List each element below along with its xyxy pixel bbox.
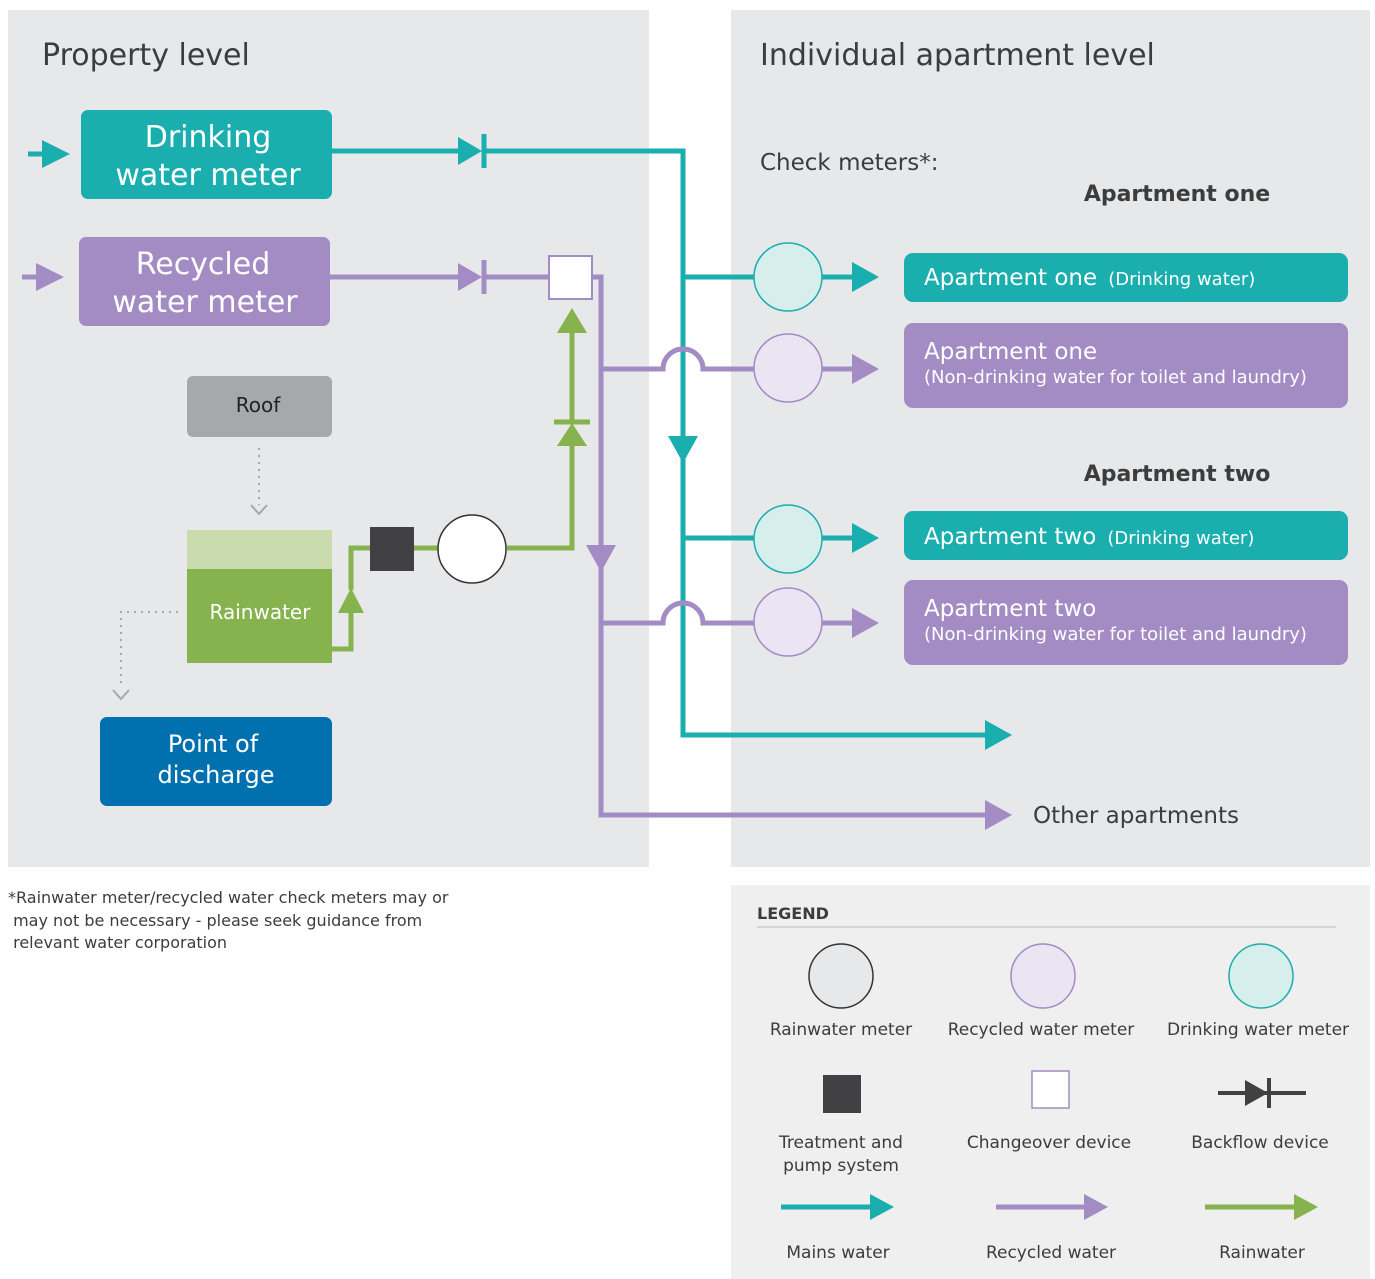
backflow-device-recycled [458,260,487,294]
legend-treatment-label-2: pump system [783,1156,899,1176]
drinking-water-meter-label-2: water meter [115,158,301,193]
apt2-drinking-label: Apartment two (Drinking water) [924,524,1254,550]
arrow-icon [985,720,1012,750]
property-level-title: Property level [42,38,250,73]
rainwater-meter [437,514,507,584]
arrow-icon [852,523,879,553]
legend-treatment-icon [823,1075,861,1113]
legend-rainwater-meter-label: Rainwater meter [770,1020,912,1040]
arrow-icon [338,588,364,613]
apt1-drinking-label: Apartment one (Drinking water) [924,265,1255,291]
apartment-one-heading: Apartment one [1084,182,1270,207]
arrow-icon [586,545,616,572]
arrow-icon [36,263,64,291]
arrow-icon [985,800,1012,830]
backflow-device-rainwater [557,423,587,446]
recycled-water-meter-box [79,237,330,326]
arrow-icon [852,262,879,292]
apt1-recycled-box [904,323,1348,408]
rainwater-tank-label: Rainwater [210,600,312,624]
apt2-drinking-box [904,511,1348,560]
drinking-water-meter-label-1: Drinking [145,120,272,155]
apt2-recycled-sublabel: (Non-drinking water for toilet and laund… [924,624,1307,645]
backflow-device-drinking [458,134,487,168]
legend-recycled-label: Recycled water [986,1243,1116,1263]
point-of-discharge-label-1: Point of [168,730,259,758]
legend-rainwater-label: Rainwater [1219,1243,1305,1263]
arrow-icon [557,308,587,333]
arrow-icon [42,140,70,168]
legend-drinking-meter-icon [1228,943,1294,1009]
legend-mains-label: Mains water [786,1243,889,1263]
point-of-discharge-label-2: discharge [158,761,275,789]
legend-title: LEGEND [757,904,829,923]
rainwater-tank [187,569,332,663]
chevron-down-icon [250,504,268,516]
apt1-recycled-label: Apartment one [924,339,1097,365]
legend-recycled-meter-label: Recycled water meter [948,1020,1135,1040]
apt1-drinking-check-meter [753,242,823,312]
arrow-icon [852,608,879,638]
apt1-recycled-check-meter [753,333,823,403]
footnote-line-2: may not be necessary - please seek guida… [8,911,422,930]
drinking-water-meter-box [81,110,332,199]
legend-recycled-meter-icon [1010,943,1076,1009]
rainwater-tank-top [187,530,332,570]
roof-box [187,376,332,437]
check-meters-label: Check meters*: [760,150,938,176]
apt2-recycled-check-meter [753,587,823,657]
legend-backflow-label: Backflow device [1191,1133,1329,1153]
roof-label: Roof [236,393,281,417]
legend-backflow-icon [1218,1078,1306,1108]
legend-rainwater-meter-icon [808,943,874,1009]
apt2-drinking-check-meter [753,504,823,574]
arrow-icon [852,354,879,384]
apt2-recycled-box [904,580,1348,665]
legend-recycled-arrow [996,1194,1108,1220]
apartment-level-title: Individual apartment level [760,38,1155,73]
apartment-level-panel [731,10,1370,867]
changeover-device [548,255,593,300]
recycled-water-meter-label-1: Recycled [136,247,271,282]
legend-rainwater-arrow [1205,1194,1318,1220]
legend-treatment-label-1: Treatment and [778,1133,903,1153]
apartment-two-heading: Apartment two [1084,462,1271,487]
chevron-down-icon [112,689,130,701]
rainwater-pipes [332,330,590,652]
legend-changeover-label: Changeover device [967,1133,1131,1153]
footnote-line-1: *Rainwater meter/recycled water check me… [8,888,449,907]
tank-to-discharge-line [120,611,178,688]
apt2-recycled-label: Apartment two [924,596,1096,622]
treatment-pump-system [370,527,414,571]
point-of-discharge-box [100,717,332,806]
arrow-icon [668,436,698,463]
apt1-drinking-box [904,253,1348,302]
apt1-recycled-sublabel: (Non-drinking water for toilet and laund… [924,367,1307,388]
other-apartments-label: Other apartments [1033,803,1239,829]
recycled-water-meter-label-2: water meter [112,285,298,320]
flow-arrowheads [36,140,1012,830]
legend-changeover-icon [1031,1070,1070,1109]
legend-mains-arrow [781,1194,894,1220]
legend-drinking-meter-label: Drinking water meter [1167,1020,1349,1040]
footnote-line-3: relevant water corporation [8,933,227,952]
